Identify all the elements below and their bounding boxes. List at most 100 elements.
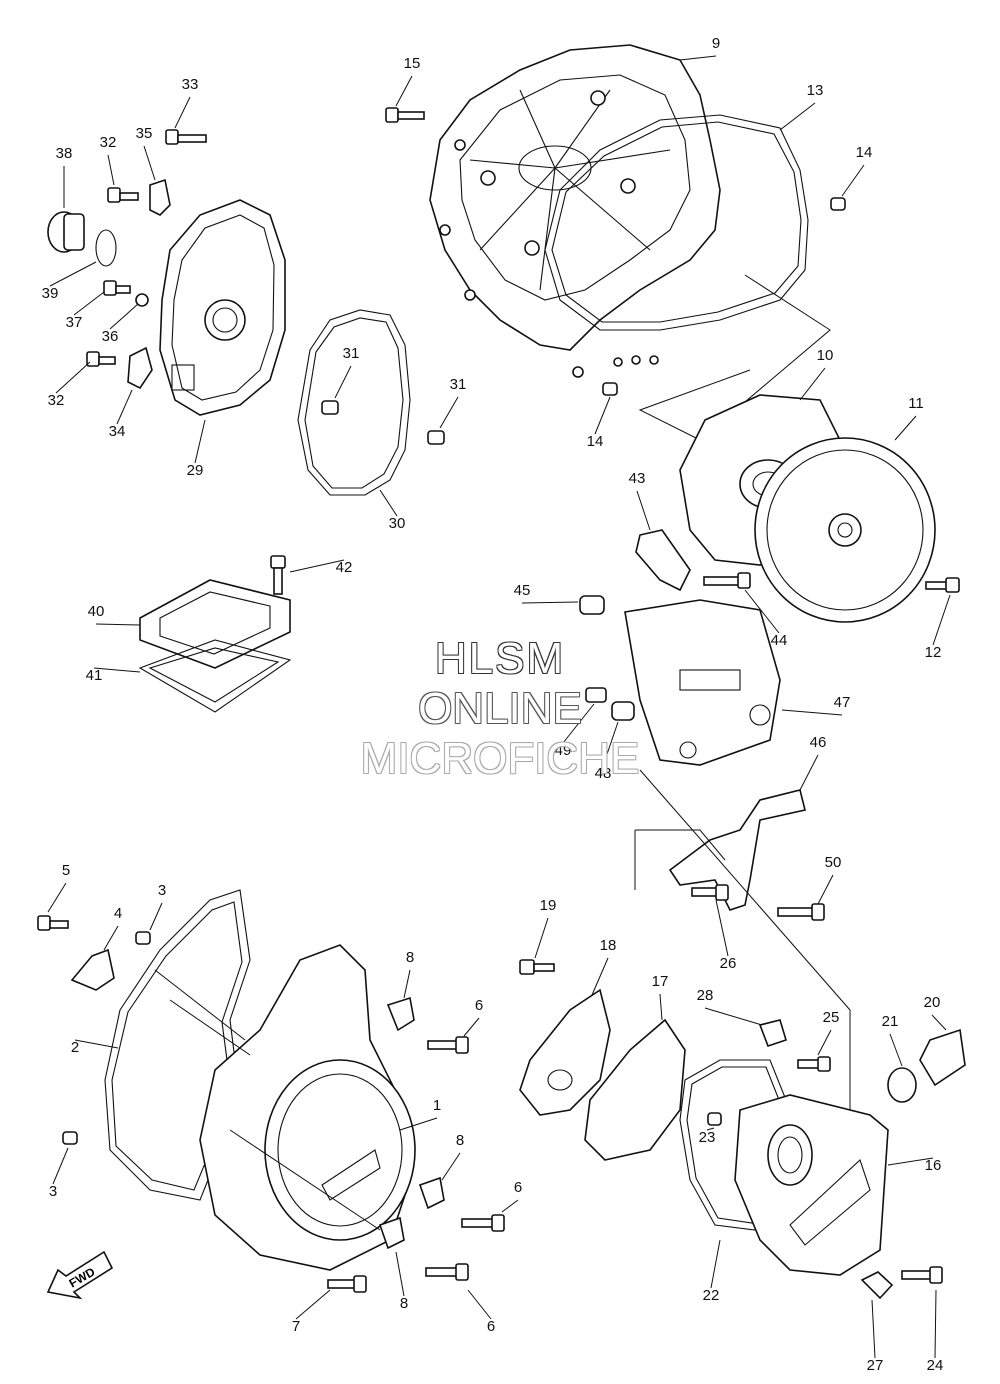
callout-label-7: 7 xyxy=(292,1318,300,1335)
callout-label-34: 34 xyxy=(109,423,126,440)
leader-line-14 xyxy=(841,164,865,197)
bolt-12 xyxy=(925,577,960,593)
leader-line-13 xyxy=(779,102,816,131)
clamp-8c xyxy=(378,1216,405,1250)
leader-line-21 xyxy=(889,1033,903,1067)
callout-labels: 1233456667888910111213141415161718192021… xyxy=(42,35,944,1374)
callout-label-29: 29 xyxy=(187,462,204,479)
gasket-30 xyxy=(297,309,411,496)
callout-label-32: 32 xyxy=(48,392,65,409)
callout-label-47: 47 xyxy=(834,694,851,711)
leader-line-48 xyxy=(602,721,619,767)
forward-arrow-icon: FWD xyxy=(46,1250,114,1300)
leader-line-47 xyxy=(781,709,843,716)
callout-label-50: 50 xyxy=(825,854,842,871)
callout-label-3: 3 xyxy=(49,1183,57,1200)
callout-label-22: 22 xyxy=(703,1287,720,1304)
leader-line-1 xyxy=(399,1117,438,1131)
callout-label-8: 8 xyxy=(406,949,414,966)
callout-label-1: 1 xyxy=(433,1097,441,1114)
leader-line-8 xyxy=(441,1152,461,1181)
leader-line-9 xyxy=(679,55,717,61)
leader-line-39 xyxy=(49,261,97,287)
bolt-6b xyxy=(461,1214,505,1232)
leader-line-6 xyxy=(467,1289,492,1320)
bolt-33 xyxy=(165,129,207,145)
dowel-pin-14b xyxy=(602,382,618,396)
callout-label-33: 33 xyxy=(182,76,199,93)
grommet-48 xyxy=(611,701,635,721)
leader-line-17 xyxy=(659,993,663,1021)
leader-line-46 xyxy=(799,754,819,791)
leader-line-29 xyxy=(194,419,206,464)
bolt-7 xyxy=(327,1275,367,1293)
collar-49 xyxy=(585,687,607,703)
callout-label-43: 43 xyxy=(629,470,646,487)
dowel-3b xyxy=(62,1131,78,1145)
leader-line-6 xyxy=(501,1199,519,1213)
leader-line-26 xyxy=(715,899,729,957)
callout-label-36: 36 xyxy=(102,328,119,345)
callout-label-31: 31 xyxy=(450,376,467,393)
callout-label-13: 13 xyxy=(807,82,824,99)
plug-38 xyxy=(47,211,85,253)
leader-line-15 xyxy=(395,75,413,107)
callout-label-2: 2 xyxy=(71,1039,79,1056)
callout-label-3: 3 xyxy=(158,882,166,899)
leader-line-31 xyxy=(439,396,459,429)
callout-label-46: 46 xyxy=(810,734,827,751)
cover-47 xyxy=(624,599,781,766)
leader-line-20 xyxy=(931,1014,947,1031)
clamp-27 xyxy=(860,1271,894,1300)
callout-label-38: 38 xyxy=(56,145,73,162)
dowel-23 xyxy=(707,1112,722,1126)
collar-31a xyxy=(321,400,339,415)
collar-31b xyxy=(427,430,445,445)
callout-label-24: 24 xyxy=(927,1357,944,1374)
washer-36 xyxy=(135,293,149,307)
leader-line-14 xyxy=(594,396,611,435)
grommet-45 xyxy=(579,595,605,615)
leader-line-50 xyxy=(817,874,834,905)
callout-label-8: 8 xyxy=(400,1295,408,1312)
cover-16 xyxy=(734,1094,889,1276)
leader-line-16 xyxy=(887,1157,934,1166)
leader-line-42 xyxy=(289,559,345,573)
dowel-pin-14a xyxy=(830,197,846,211)
leader-line-32 xyxy=(107,154,115,186)
leader-line-6 xyxy=(463,1017,480,1037)
bolt-37 xyxy=(103,280,131,296)
crankcase-cover-9 xyxy=(429,44,721,378)
callout-label-42: 42 xyxy=(336,559,353,576)
leader-line-5 xyxy=(47,882,67,913)
callout-label-49: 49 xyxy=(555,742,572,759)
bolt-42 xyxy=(270,555,286,595)
leader-line-37 xyxy=(73,291,105,316)
leader-line-7 xyxy=(295,1289,331,1320)
callout-label-21: 21 xyxy=(882,1013,899,1030)
leader-line-49 xyxy=(562,703,595,744)
leader-line-19 xyxy=(534,917,549,959)
callout-label-17: 17 xyxy=(652,973,669,990)
callout-label-26: 26 xyxy=(720,955,737,972)
bolt-5 xyxy=(37,915,69,931)
callout-label-4: 4 xyxy=(114,905,122,922)
callout-label-16: 16 xyxy=(925,1157,942,1174)
bolt-6c xyxy=(425,1263,469,1281)
bolt-24 xyxy=(901,1266,943,1284)
leader-line-30 xyxy=(379,489,398,517)
gasket-13 xyxy=(544,114,809,331)
cap-20 xyxy=(919,1028,966,1087)
dowel-3a xyxy=(135,931,151,945)
callout-label-31: 31 xyxy=(343,345,360,362)
callout-label-37: 37 xyxy=(66,314,83,331)
bolt-26 xyxy=(691,884,729,901)
callout-label-35: 35 xyxy=(136,125,153,142)
leader-lines xyxy=(47,55,951,1359)
o-ring-39 xyxy=(95,229,117,267)
leader-line-3 xyxy=(149,902,163,931)
callout-label-11: 11 xyxy=(908,395,924,412)
leader-line-28 xyxy=(704,1007,763,1026)
leader-line-12 xyxy=(932,594,951,646)
